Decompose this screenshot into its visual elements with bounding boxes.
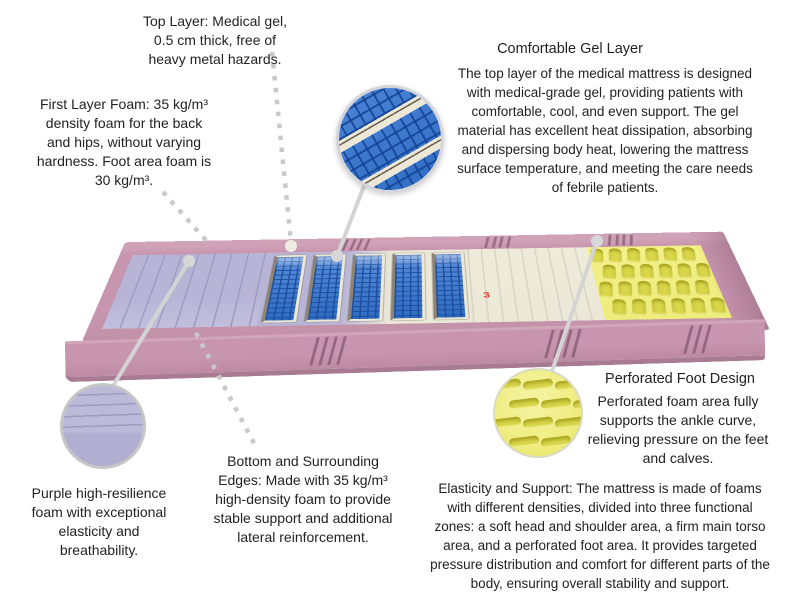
anchor-dot (183, 255, 195, 267)
solid-leaders (111, 184, 603, 388)
leader-purple-circle (111, 259, 191, 388)
leader-top-layer (269, 51, 294, 243)
callout-top-layer: Top Layer: Medical gel, 0.5 cm thick, fr… (143, 13, 287, 67)
gel-detail-circle (336, 85, 444, 193)
leader-yellow-circle (550, 239, 599, 373)
leader-bottom-edges (194, 331, 259, 451)
callout-perforated-foot: Perforated foam area fully supports the … (587, 393, 769, 466)
anchor-dot (285, 240, 297, 252)
anchor-dot (331, 250, 343, 262)
callout-first-layer-foam: First Layer Foam: 35 kg/m³ density foam … (36, 96, 212, 188)
purple-foam-detail-circle (60, 383, 146, 469)
dotted-leaders (161, 51, 294, 451)
callout-elasticity: Elasticity and Support: The mattress is … (430, 481, 770, 591)
leader-first-layer (161, 190, 213, 248)
heading-perforated-foot: Perforated Foot Design (605, 371, 755, 387)
perforated-detail-circle (493, 368, 583, 458)
anchor-dot (591, 235, 603, 247)
callout-purple-foam: Purple high-resilience foam with excepti… (31, 485, 167, 558)
callout-bottom-edges: Bottom and Surrounding Edges: Made with … (213, 453, 393, 545)
callout-gel-layer: The top layer of the medical mattress is… (457, 66, 753, 195)
heading-gel-layer: Comfortable Gel Layer (497, 41, 643, 57)
leader-gel-circle (335, 184, 366, 258)
